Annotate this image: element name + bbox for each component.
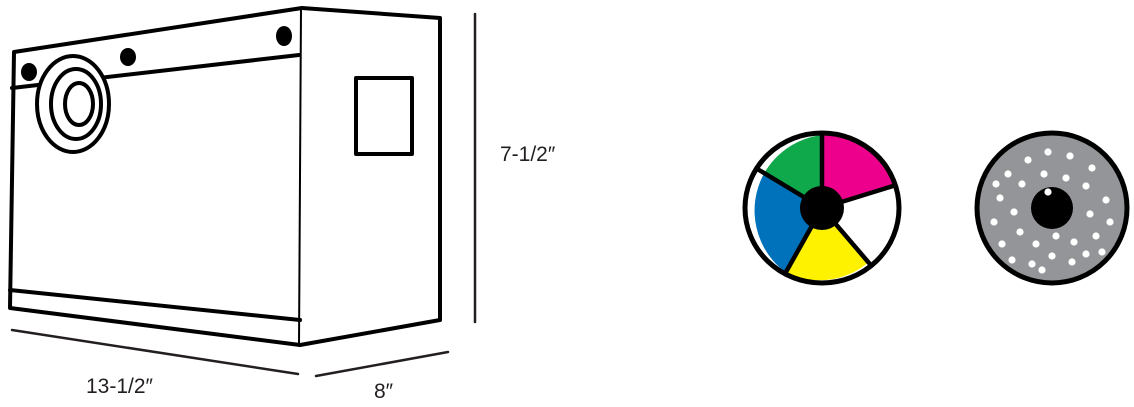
color-segment-green: [763, 135, 822, 208]
box-bottom-band: [8, 288, 302, 322]
gobo-hole: [1040, 170, 1048, 178]
mount-dot-middle: [120, 48, 136, 66]
width-label: 13-1/2″: [86, 375, 154, 398]
gobo-hole: [1048, 252, 1056, 260]
width-dimension-line: [10, 328, 300, 376]
gobo-hole: [990, 218, 998, 226]
gobo-hole: [1044, 188, 1052, 196]
height-label: 7-1/2″: [500, 143, 556, 166]
gobo-hole: [996, 194, 1004, 202]
depth-label: 8″: [374, 380, 394, 402]
gobo-hole: [1018, 180, 1026, 188]
gobo-hole: [1086, 210, 1094, 218]
gobo-hole: [1070, 238, 1078, 246]
gobo-hole: [1062, 174, 1070, 182]
mount-dot-left: [21, 63, 37, 81]
gobo-hole: [992, 180, 1000, 188]
mount-dots: [21, 26, 292, 81]
dot-pattern-wheel: [974, 130, 1130, 286]
box-side-face: [298, 6, 442, 347]
gobo-hole: [1038, 266, 1046, 274]
color-segment-yellow: [785, 208, 869, 281]
gobo-hole: [1068, 258, 1076, 266]
gobo-hole: [1088, 164, 1096, 172]
gobo-hole: [1082, 182, 1090, 190]
gobo-hole: [1066, 152, 1074, 160]
gobo-hole: [1102, 196, 1110, 204]
gobo-hole: [1092, 232, 1100, 240]
gobo-hole: [1052, 232, 1060, 240]
mount-dot-right: [276, 26, 292, 46]
gobo-hole: [1032, 240, 1040, 248]
color-wheel-hub: [800, 186, 844, 230]
color-wheel-rim: [742, 130, 902, 286]
side-window: [354, 76, 414, 156]
gobo-hole: [1044, 148, 1052, 156]
gobo-hole: [1098, 248, 1106, 256]
color-wheel: [742, 130, 902, 286]
gobo-hole: [1008, 256, 1016, 264]
gobo-hole: [1010, 208, 1018, 216]
gobo-hole: [1106, 218, 1114, 226]
gobo-hole: [1028, 260, 1036, 268]
gobo-holes: [990, 148, 1114, 274]
gobo-hole: [1004, 170, 1012, 178]
gobo-hole: [1024, 156, 1032, 164]
gobo-hub: [1031, 187, 1073, 229]
lens-icon: [35, 54, 111, 154]
gobo-hole: [1082, 250, 1090, 258]
gobo-hole: [1016, 228, 1024, 236]
depth-dimension-line: [314, 350, 450, 378]
gobo-hole: [998, 240, 1006, 248]
lens-inner: [63, 81, 95, 127]
